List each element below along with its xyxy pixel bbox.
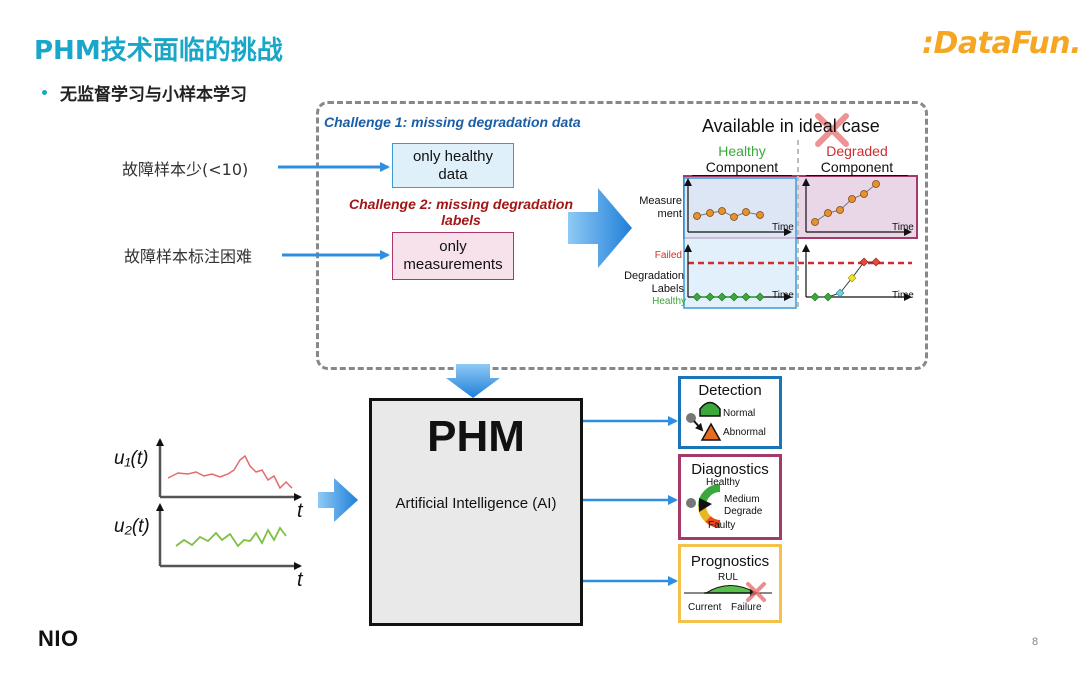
labeling-difficulty-label: 故障样本标注困难 xyxy=(124,247,253,266)
datafun-logo: :DataFun. xyxy=(922,26,1080,61)
diagnostics-degrade-label: Degrade xyxy=(724,506,763,517)
detection-normal-label: Normal xyxy=(723,408,756,419)
nio-brand: NIO xyxy=(38,626,79,651)
phm-ai-subtitle: Artificial Intelligence (AI) xyxy=(395,495,557,512)
degradation-label-line2: Labels xyxy=(651,283,684,295)
diagnostics-title: Diagnostics xyxy=(691,461,769,478)
time-label-1: Time xyxy=(772,222,794,233)
prognostics-box xyxy=(678,544,782,623)
diagnostics-faulty-label: Faulty xyxy=(708,520,736,531)
degraded-header-line1: Degraded xyxy=(826,143,888,159)
prognostics-title: Prognostics xyxy=(690,553,770,570)
prognostics-rul-label: RUL xyxy=(718,572,739,583)
prognostics-failure-label: Failure xyxy=(731,602,762,613)
down-arrow-to-phm xyxy=(446,364,500,398)
degraded-component-header: Degraded Component xyxy=(806,143,908,176)
measurement-label-line2: ment xyxy=(657,208,682,220)
u2-signal xyxy=(175,526,287,548)
page-title: PHM技术面临的挑战 xyxy=(34,36,283,66)
input-arrow-to-phm xyxy=(318,478,358,522)
prognostics-icon xyxy=(684,582,772,602)
measurement-axis-label: Measure ment xyxy=(626,195,682,221)
u2-label: u₂(t) xyxy=(114,516,150,537)
time-label-2: Time xyxy=(892,222,914,233)
bullet-dot xyxy=(42,90,47,95)
detection-icon xyxy=(686,401,722,441)
degradation-labels-axis-label: Degradation Labels xyxy=(606,270,684,296)
measurement-label-line1: Measure xyxy=(639,195,682,207)
degraded-header-line2: Component xyxy=(806,159,908,176)
t-label-1: t xyxy=(297,500,303,522)
diagnostics-box xyxy=(678,454,782,540)
phm-box xyxy=(369,398,583,626)
healthy-component-header: Healthy Component xyxy=(692,143,792,176)
ideal-case-title: Available in ideal case xyxy=(702,116,880,137)
healthy-header-line2: Component xyxy=(692,159,792,176)
detection-title: Detection xyxy=(698,382,762,399)
few-fault-samples-label: 故障样本少(<10) xyxy=(122,160,249,179)
ideal-title-strike: ideal xyxy=(798,116,837,136)
degradation-label-line1: Degradation xyxy=(624,270,684,282)
phm-title: PHM xyxy=(427,412,525,461)
challenge-region xyxy=(316,101,928,370)
healthy-column-bg xyxy=(683,177,797,309)
u1-label: u₁(t) xyxy=(114,448,149,469)
t-label-2: t xyxy=(297,569,303,591)
time-label-3: Time xyxy=(772,290,794,301)
diagnostics-icon xyxy=(686,484,721,528)
only-measurements-text: only measurements xyxy=(403,238,503,273)
bullet-text: 无监督学习与小样本学习 xyxy=(60,85,247,105)
only-healthy-data-text: only healthy data xyxy=(412,147,494,183)
only-healthy-data-box: only healthy data xyxy=(392,143,514,188)
ideal-strike-x xyxy=(815,113,849,147)
healthy-header-line1: Healthy xyxy=(718,143,766,159)
diagnostics-healthy-label: Healthy xyxy=(706,477,740,488)
big-right-arrow xyxy=(568,188,632,268)
only-measurements-box: only measurements xyxy=(392,232,514,280)
prognostics-current-label: Current xyxy=(688,602,722,613)
challenge-1-label: Challenge 1: missing degradation data xyxy=(324,114,581,130)
detection-box xyxy=(678,376,782,449)
time-label-4: Time xyxy=(892,290,914,301)
ideal-title-suffix: case xyxy=(836,116,880,136)
ideal-title-prefix: Available in xyxy=(702,116,799,136)
page-number: 8 xyxy=(1032,636,1039,648)
detection-abnormal-label: Abnormal xyxy=(723,427,766,438)
u1-signal xyxy=(167,454,293,490)
diagnostics-medium-label: Medium xyxy=(724,494,760,505)
healthy-axis-label: Healthy xyxy=(652,296,686,307)
failed-label: Failed xyxy=(654,250,682,261)
degraded-label-line xyxy=(815,261,876,298)
challenge-2-label: Challenge 2: missing degradation labels xyxy=(348,196,574,228)
